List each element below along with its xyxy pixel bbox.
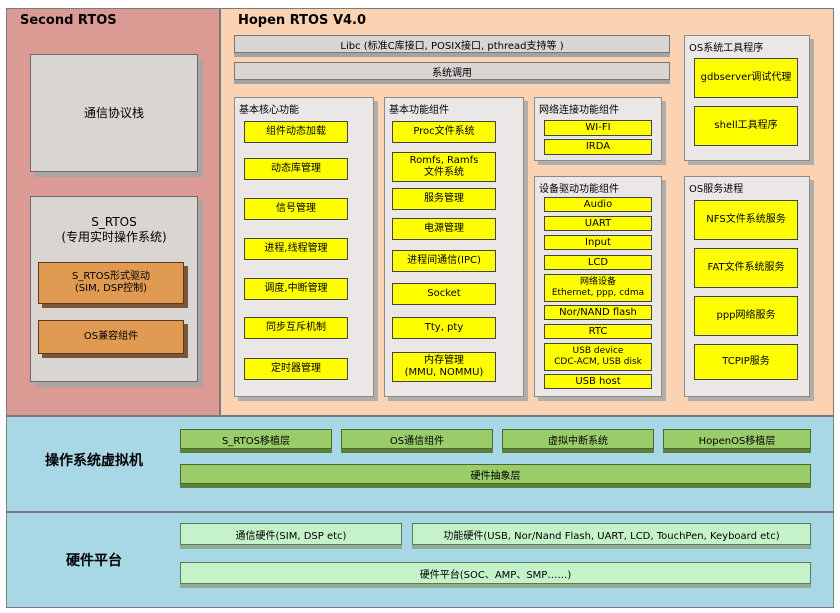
hw-layer-label: 硬件平台 — [66, 553, 122, 569]
basic-item: Proc文件系统 — [392, 121, 496, 143]
service-item: TCPIP服务 — [694, 344, 798, 380]
vm-item: OS通信组件 — [341, 429, 493, 449]
srtos-driver-line2: (SIM, DSP控制) — [74, 283, 148, 294]
net-panel-title: 网络连接功能组件 — [539, 105, 619, 116]
basic-item-line: 文件系统 — [424, 167, 464, 178]
basic-panel: 基本功能组件 — [384, 97, 524, 397]
srtos-driver-box: S_RTOS形式驱动 (SIM, DSP控制) — [38, 262, 184, 304]
driver-item-line: Ethernet, ppp, cdma — [551, 288, 645, 298]
vm-item: S_RTOS移植层 — [180, 429, 332, 449]
libc-bar: Libc (标准C库接口, POSIX接口, pthread支持等 ) — [234, 35, 670, 53]
driver-item-line: USB device — [572, 346, 624, 357]
tools-panel-title: OS系统工具程序 — [689, 43, 764, 54]
basic-item: 电源管理 — [392, 218, 496, 240]
basic-item-line: 内存管理 — [424, 355, 464, 366]
vm-item: 虚拟中断系统 — [502, 429, 654, 449]
tools-item: shell工具程序 — [694, 106, 798, 146]
core-item: 信号管理 — [244, 198, 348, 220]
driver-item: RTC — [544, 324, 652, 339]
syscall-label: 系统调用 — [432, 67, 472, 79]
vm-layer-label: 操作系统虚拟机 — [45, 453, 143, 469]
syscall-bar: 系统调用 — [234, 62, 670, 80]
driver-item: USB host — [544, 374, 652, 389]
driver-item: Audio — [544, 197, 652, 212]
core-item: 进程,线程管理 — [244, 238, 348, 260]
net-item: IRDA — [544, 139, 652, 155]
core-item: 组件动态加载 — [244, 121, 348, 143]
hw-platform-bar: 硬件平台(SOC、AMP、SMP……) — [180, 562, 811, 584]
basic-item: 服务管理 — [392, 188, 496, 210]
basic-item-line: Romfs, Ramfs — [409, 155, 479, 166]
service-item: NFS文件系统服务 — [694, 200, 798, 240]
hw-comm-box: 通信硬件(SIM, DSP etc) — [180, 523, 402, 545]
driver-item: Input — [544, 235, 652, 250]
srtos-name: S_RTOS — [91, 215, 137, 229]
core-item: 动态库管理 — [244, 158, 348, 180]
driver-item: UART — [544, 216, 652, 231]
driver-item-line: 网络设备 — [579, 277, 616, 288]
libc-label: Libc (标准C库接口, POSIX接口, pthread支持等 ) — [340, 40, 564, 52]
service-item: ppp网络服务 — [694, 296, 798, 336]
hopen-rtos-title: Hopen RTOS V4.0 — [238, 13, 367, 28]
tools-item: gdbserver调试代理 — [694, 58, 798, 98]
srtos-driver-line1: S_RTOS形式驱动 — [72, 270, 150, 282]
srtos-desc: (专用实时操作系统) — [61, 230, 167, 244]
driver-item: USB device CDC-ACM, USB disk — [544, 343, 652, 371]
os-compat-label: OS兼容组件 — [83, 330, 139, 342]
hal-bar: 硬件抽象层 — [180, 464, 811, 484]
basic-item: 内存管理 (MMU, NOMMU) — [392, 352, 496, 382]
basic-item: Tty, pty — [392, 317, 496, 339]
drivers-panel-title: 设备驱动功能组件 — [539, 184, 619, 195]
driver-item-line: CDC-ACM, USB disk — [554, 357, 642, 367]
driver-item: LCD — [544, 255, 652, 270]
net-item: WI-FI — [544, 120, 652, 136]
basic-item: Romfs, Ramfs 文件系统 — [392, 152, 496, 182]
basic-panel-title: 基本功能组件 — [389, 105, 449, 116]
driver-item: Nor/NAND flash — [544, 305, 652, 320]
basic-item-line: (MMU, NOMMU) — [404, 367, 484, 378]
protocol-stack-label: 通信协议栈 — [83, 105, 144, 120]
vm-item: HopenOS移植层 — [663, 429, 811, 449]
service-item: FAT文件系统服务 — [694, 248, 798, 288]
basic-item: 进程间通信(IPC) — [392, 250, 496, 272]
core-panel-title: 基本核心功能 — [239, 105, 299, 116]
hw-func-box: 功能硬件(USB, Nor/Nand Flash, UART, LCD, Tou… — [412, 523, 811, 545]
core-item: 同步互斥机制 — [244, 317, 348, 339]
second-rtos-title: Second RTOS — [20, 13, 117, 28]
core-item: 调度,中断管理 — [244, 278, 348, 300]
services-panel-title: OS服务进程 — [689, 184, 744, 195]
driver-item: 网络设备 Ethernet, ppp, cdma — [544, 274, 652, 302]
protocol-stack-box: 通信协议栈 — [30, 54, 198, 172]
os-compat-box: OS兼容组件 — [38, 320, 184, 354]
basic-item: Socket — [392, 283, 496, 305]
core-item: 定时器管理 — [244, 358, 348, 380]
